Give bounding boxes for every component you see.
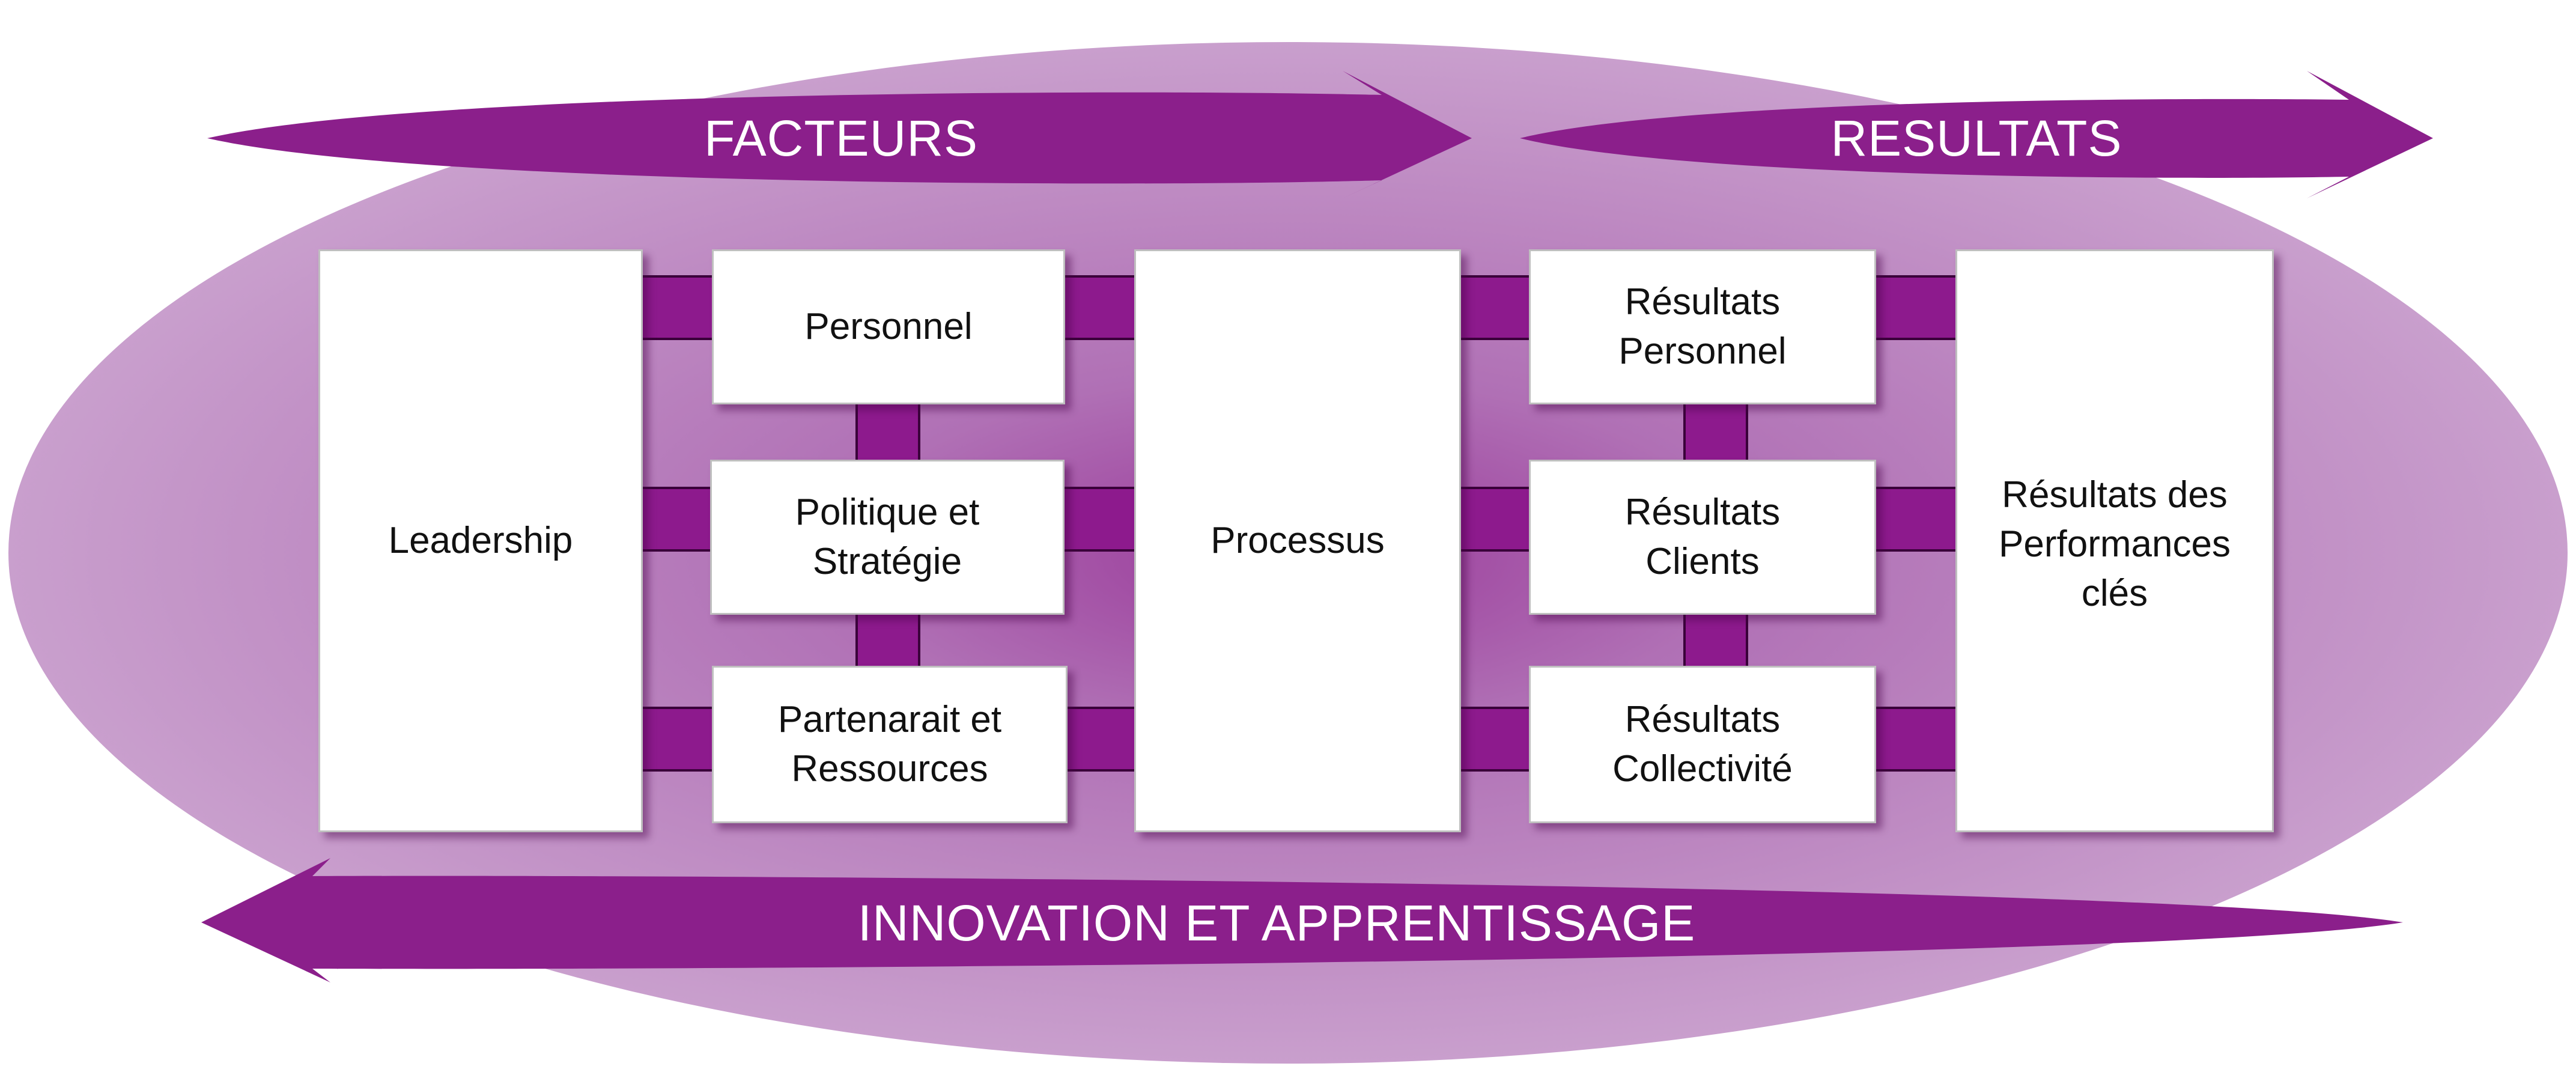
connector (855, 611, 920, 673)
connector (1872, 487, 1958, 552)
politique-strategie-label: Politique et Stratégie (795, 492, 980, 582)
resultats-performances-label: Résultats des Performances clés (1999, 474, 2231, 614)
resultats-arrow (1520, 71, 2433, 198)
resultats-label: RESULTATS (1830, 110, 2122, 166)
partenariat-ressources-box: Partenarait et Ressources (712, 666, 1068, 823)
processus-box: Processus (1134, 249, 1461, 832)
innovation-arrow (201, 858, 2403, 982)
politique-strategie-box: Politique et Stratégie (710, 460, 1065, 615)
resultats-clients-box: Résultats Clients (1529, 460, 1876, 615)
innovation-label: INNOVATION ET APPRENTISSAGE (857, 895, 1696, 951)
connector (1062, 487, 1137, 552)
connector (855, 401, 920, 464)
personnel-box: Personnel (712, 249, 1065, 404)
connector (640, 707, 715, 772)
connectors (640, 275, 1958, 772)
connector (1683, 611, 1748, 673)
connector (640, 275, 715, 340)
leadership-label: Leadership (388, 520, 573, 561)
resultats-clients-label: Résultats Clients (1624, 492, 1781, 582)
facteurs-label: FACTEURS (703, 110, 979, 166)
connector (1457, 275, 1532, 340)
connector (1062, 275, 1137, 340)
processus-label: Processus (1211, 520, 1385, 561)
resultats-personnel-label: Résultats Personnel (1618, 281, 1787, 372)
leadership-box: Leadership (318, 249, 643, 832)
connector (1872, 275, 1958, 340)
resultats-collectivite-box: Résultats Collectivité (1529, 666, 1876, 823)
resultats-collectivite-label: Résultats Collectivité (1612, 699, 1793, 790)
facteurs-arrow (207, 71, 1472, 198)
partenariat-ressources-label: Partenarait et Ressources (777, 699, 1002, 790)
connector (1872, 707, 1958, 772)
resultats-personnel-box: Résultats Personnel (1529, 249, 1876, 404)
connector (1062, 707, 1137, 772)
connector (1683, 401, 1748, 464)
connector (1457, 487, 1532, 552)
resultats-performances-box: Résultats des Performances clés (1955, 249, 2274, 832)
connector (1457, 707, 1532, 772)
personnel-label: Personnel (804, 306, 973, 347)
connector (640, 487, 715, 552)
